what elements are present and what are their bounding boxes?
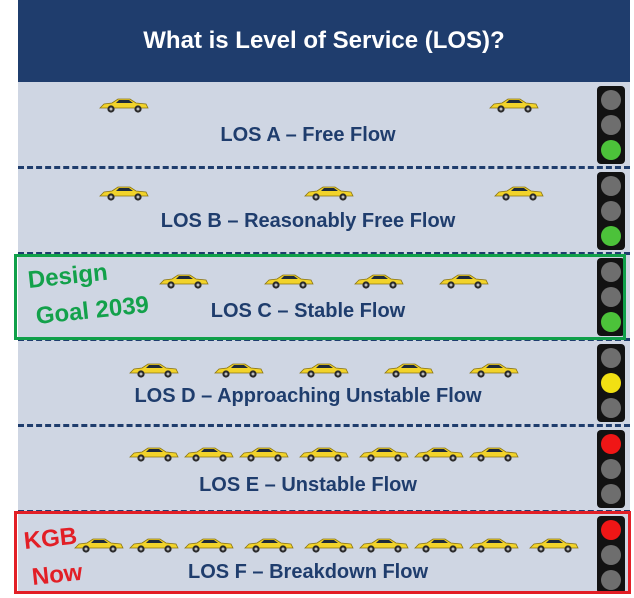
- car-icon: [303, 536, 355, 554]
- traffic-light-icon: [597, 516, 625, 594]
- los-row: LOS C – Stable Flow: [18, 254, 630, 340]
- car-icon: [128, 445, 180, 463]
- signal-lamp: [601, 115, 621, 135]
- signal-lamp: [601, 373, 621, 393]
- los-row-label: LOS F – Breakdown Flow: [187, 561, 429, 583]
- car-icon: [238, 445, 290, 463]
- car-icon: [183, 445, 235, 463]
- car-icon: [73, 536, 125, 554]
- signal-lamp: [601, 570, 621, 590]
- traffic-light-icon: [597, 430, 625, 508]
- car-icon: [358, 536, 410, 554]
- car-icon: [413, 536, 465, 554]
- car-icon: [488, 96, 540, 114]
- signal-lamp: [601, 140, 621, 160]
- signal-lamp: [601, 348, 621, 368]
- signal-lamp: [601, 176, 621, 196]
- car-icon: [98, 184, 150, 202]
- car-icon: [413, 445, 465, 463]
- traffic-light-icon: [597, 258, 625, 336]
- current-condition-highlight: [14, 511, 631, 594]
- car-icon: [158, 272, 210, 290]
- signal-lamp: [601, 201, 621, 221]
- signal-lamp: [601, 287, 621, 307]
- car-icon: [468, 445, 520, 463]
- car-icon: [383, 361, 435, 379]
- car-icon: [128, 361, 180, 379]
- traffic-light-icon: [597, 172, 625, 250]
- signal-lamp: [601, 545, 621, 565]
- signal-lamp: [601, 90, 621, 110]
- car-icon: [298, 445, 350, 463]
- car-icon: [303, 184, 355, 202]
- car-icon: [528, 536, 580, 554]
- car-icon: [263, 272, 315, 290]
- signal-lamp: [601, 312, 621, 332]
- current-condition-callout-line1: KGB: [22, 522, 79, 555]
- los-row: LOS D – Approaching Unstable Flow: [18, 340, 630, 426]
- signal-lamp: [601, 434, 621, 454]
- los-row-label: LOS C – Stable Flow: [210, 300, 406, 322]
- los-row: LOS B – Reasonably Free Flow: [18, 168, 630, 254]
- signal-lamp: [601, 226, 621, 246]
- los-row: LOS E – Unstable Flow: [18, 426, 630, 512]
- row-divider: [18, 252, 630, 255]
- car-icon: [98, 96, 150, 114]
- signal-lamp: [601, 484, 621, 504]
- car-icon: [213, 361, 265, 379]
- current-condition-callout-line2: Now: [30, 558, 84, 591]
- car-icon: [243, 536, 295, 554]
- car-icon: [183, 536, 235, 554]
- traffic-light-icon: [597, 344, 625, 422]
- row-divider: [18, 424, 630, 427]
- car-icon: [438, 272, 490, 290]
- los-row: LOS F – Breakdown Flow: [18, 512, 630, 598]
- slide-title: What is Level of Service (LOS)?: [18, 0, 630, 82]
- signal-lamp: [601, 262, 621, 282]
- car-icon: [493, 184, 545, 202]
- los-row-label: LOS E – Unstable Flow: [199, 474, 417, 496]
- car-icon: [358, 445, 410, 463]
- car-icon: [353, 272, 405, 290]
- car-icon: [468, 361, 520, 379]
- signal-lamp: [601, 459, 621, 479]
- traffic-light-icon: [597, 86, 625, 164]
- design-goal-highlight: [14, 254, 626, 340]
- los-row-label: LOS B – Reasonably Free Flow: [160, 210, 456, 232]
- los-row-label: LOS D – Approaching Unstable Flow: [134, 385, 482, 407]
- car-icon: [468, 536, 520, 554]
- signal-lamp: [601, 398, 621, 418]
- signal-lamp: [601, 520, 621, 540]
- car-icon: [128, 536, 180, 554]
- car-icon: [298, 361, 350, 379]
- los-row: LOS A – Free Flow: [18, 82, 630, 168]
- row-divider: [18, 166, 630, 169]
- los-row-label: LOS A – Free Flow: [220, 124, 396, 146]
